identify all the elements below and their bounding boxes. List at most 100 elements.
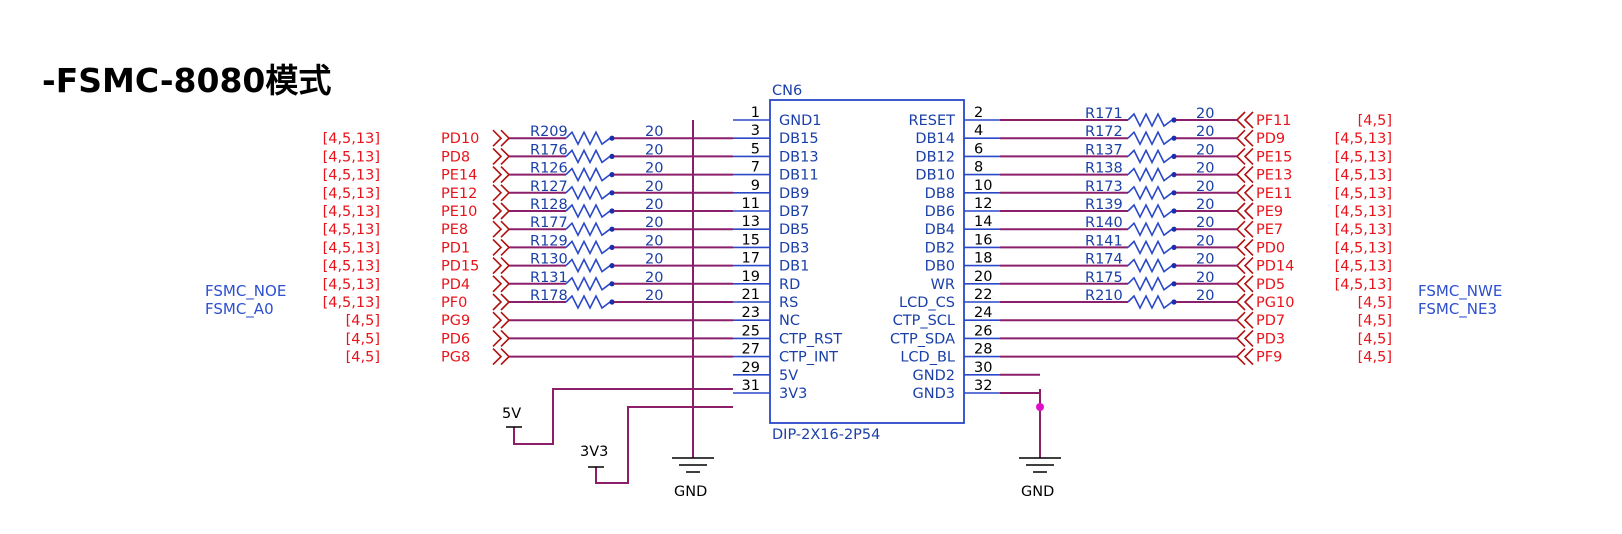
pin-name: 5V [779,368,798,384]
resistor-value: 20 [1196,252,1214,268]
pin-name: DB7 [779,204,809,220]
net-label: PD14 [1256,259,1294,275]
net-label: PF11 [1256,113,1292,129]
offpage-chevron [492,166,511,184]
net-label: PD9 [1256,131,1285,147]
resistor-pin [609,226,615,232]
gnd-right-symbol [1019,457,1061,473]
pin-name: NC [779,313,800,329]
offpage-chevron [1235,275,1254,293]
resistor-pin [609,208,615,214]
resistor-value: 20 [645,142,663,158]
resistor-value: 20 [645,179,663,195]
net-label: PF9 [1256,350,1282,366]
net-ref: [4,5,13] [323,259,380,275]
pin-name: DB1 [779,259,809,275]
resistor-pin [1171,135,1177,141]
offpage-chevron [492,220,511,238]
offpage-chevron [1235,147,1254,165]
pin-number: 26 [974,323,992,339]
resistor-value: 20 [645,252,663,268]
resistor-ref: R140 [1085,215,1123,231]
fsmc-noe-label: FSMC_NOE [205,282,286,301]
resistor-pin [1171,281,1177,287]
pin-name: RESET [909,113,956,129]
pin-name: DB0 [925,259,955,275]
net-ref: [4,5] [346,313,380,329]
net-label: PE15 [1256,149,1292,165]
pin-name: DB15 [779,131,819,147]
resistor-symbol [1127,221,1173,237]
pin-name: LCD_BL [900,350,955,366]
page-title: -FSMC-8080模式 [42,61,331,100]
resistor-value: 20 [645,124,663,140]
pin-number: 31 [742,378,760,394]
resistor-value: 20 [645,161,663,177]
resistor-ref: R210 [1085,288,1123,304]
pin-name: GND3 [913,386,955,402]
offpage-chevron [1235,202,1254,220]
offpage-chevron [492,311,511,329]
pin-number: 16 [974,232,992,248]
net-ref: [4,5,13] [1335,186,1392,202]
net-ref: [4,5,13] [1335,149,1392,165]
pin-number: 7 [751,160,760,176]
resistor-pin [1171,117,1177,123]
offpage-chevron [492,329,511,347]
pin-name: DB13 [779,149,819,165]
pin-number: 20 [974,269,992,285]
resistor-value: 20 [1196,270,1214,286]
pin-number: 21 [742,287,760,303]
offpage-chevron [492,147,511,165]
pin-number: 17 [742,251,760,267]
resistor-symbol [565,166,611,183]
v5-label: 5V [502,406,521,422]
net-label: PE9 [1256,204,1283,220]
pin-number: 10 [974,178,992,194]
pin-number: 9 [751,178,760,194]
offpage-chevron [1235,111,1254,129]
offpage-chevron [1235,238,1254,256]
resistor-ref: R175 [1085,270,1123,286]
resistor-ref: R177 [530,215,568,231]
resistor-value: 20 [645,197,663,213]
pin-name: DB9 [779,186,809,202]
resistor-symbol [565,221,611,237]
pin-number: 32 [974,378,992,394]
connector-body [769,99,965,424]
resistor-value: 20 [1196,288,1214,304]
resistor-pin [1171,263,1177,269]
pin-number: 11 [742,196,760,212]
resistor-ref: R131 [530,270,568,286]
offpage-chevron [492,129,511,147]
v33-label: 3V3 [580,444,608,460]
pin-name: CTP_SDA [890,331,955,347]
connector-footprint: DIP-2X16-2P54 [772,427,880,443]
net-label: PE8 [441,222,468,238]
net-ref: [4,5,13] [1335,259,1392,275]
pin-number: 24 [974,305,992,321]
net-ref: [4,5] [1358,331,1392,347]
net-label: PD1 [441,240,470,256]
resistor-symbol [565,257,611,274]
net-ref: [4,5,13] [323,204,380,220]
pin-name: RS [779,295,798,311]
offpage-chevron [1235,184,1254,202]
net-label: PD7 [1256,313,1285,329]
resistor-value: 20 [645,270,663,286]
pin-number: 15 [742,232,760,248]
resistor-pin [1171,172,1177,178]
resistor-value: 20 [1196,215,1214,231]
net-label: PE13 [1256,168,1292,184]
resistor-ref: R174 [1085,252,1123,268]
resistor-symbol [565,239,611,256]
offpage-chevron [492,184,511,202]
net-label: PG8 [441,350,470,366]
pin-name: GND2 [913,368,955,384]
resistor-pin [1171,226,1177,232]
pin-name: DB2 [925,240,955,256]
resistor-pin [1171,208,1177,214]
resistor-value: 20 [1196,142,1214,158]
pin-number: 13 [742,214,760,230]
